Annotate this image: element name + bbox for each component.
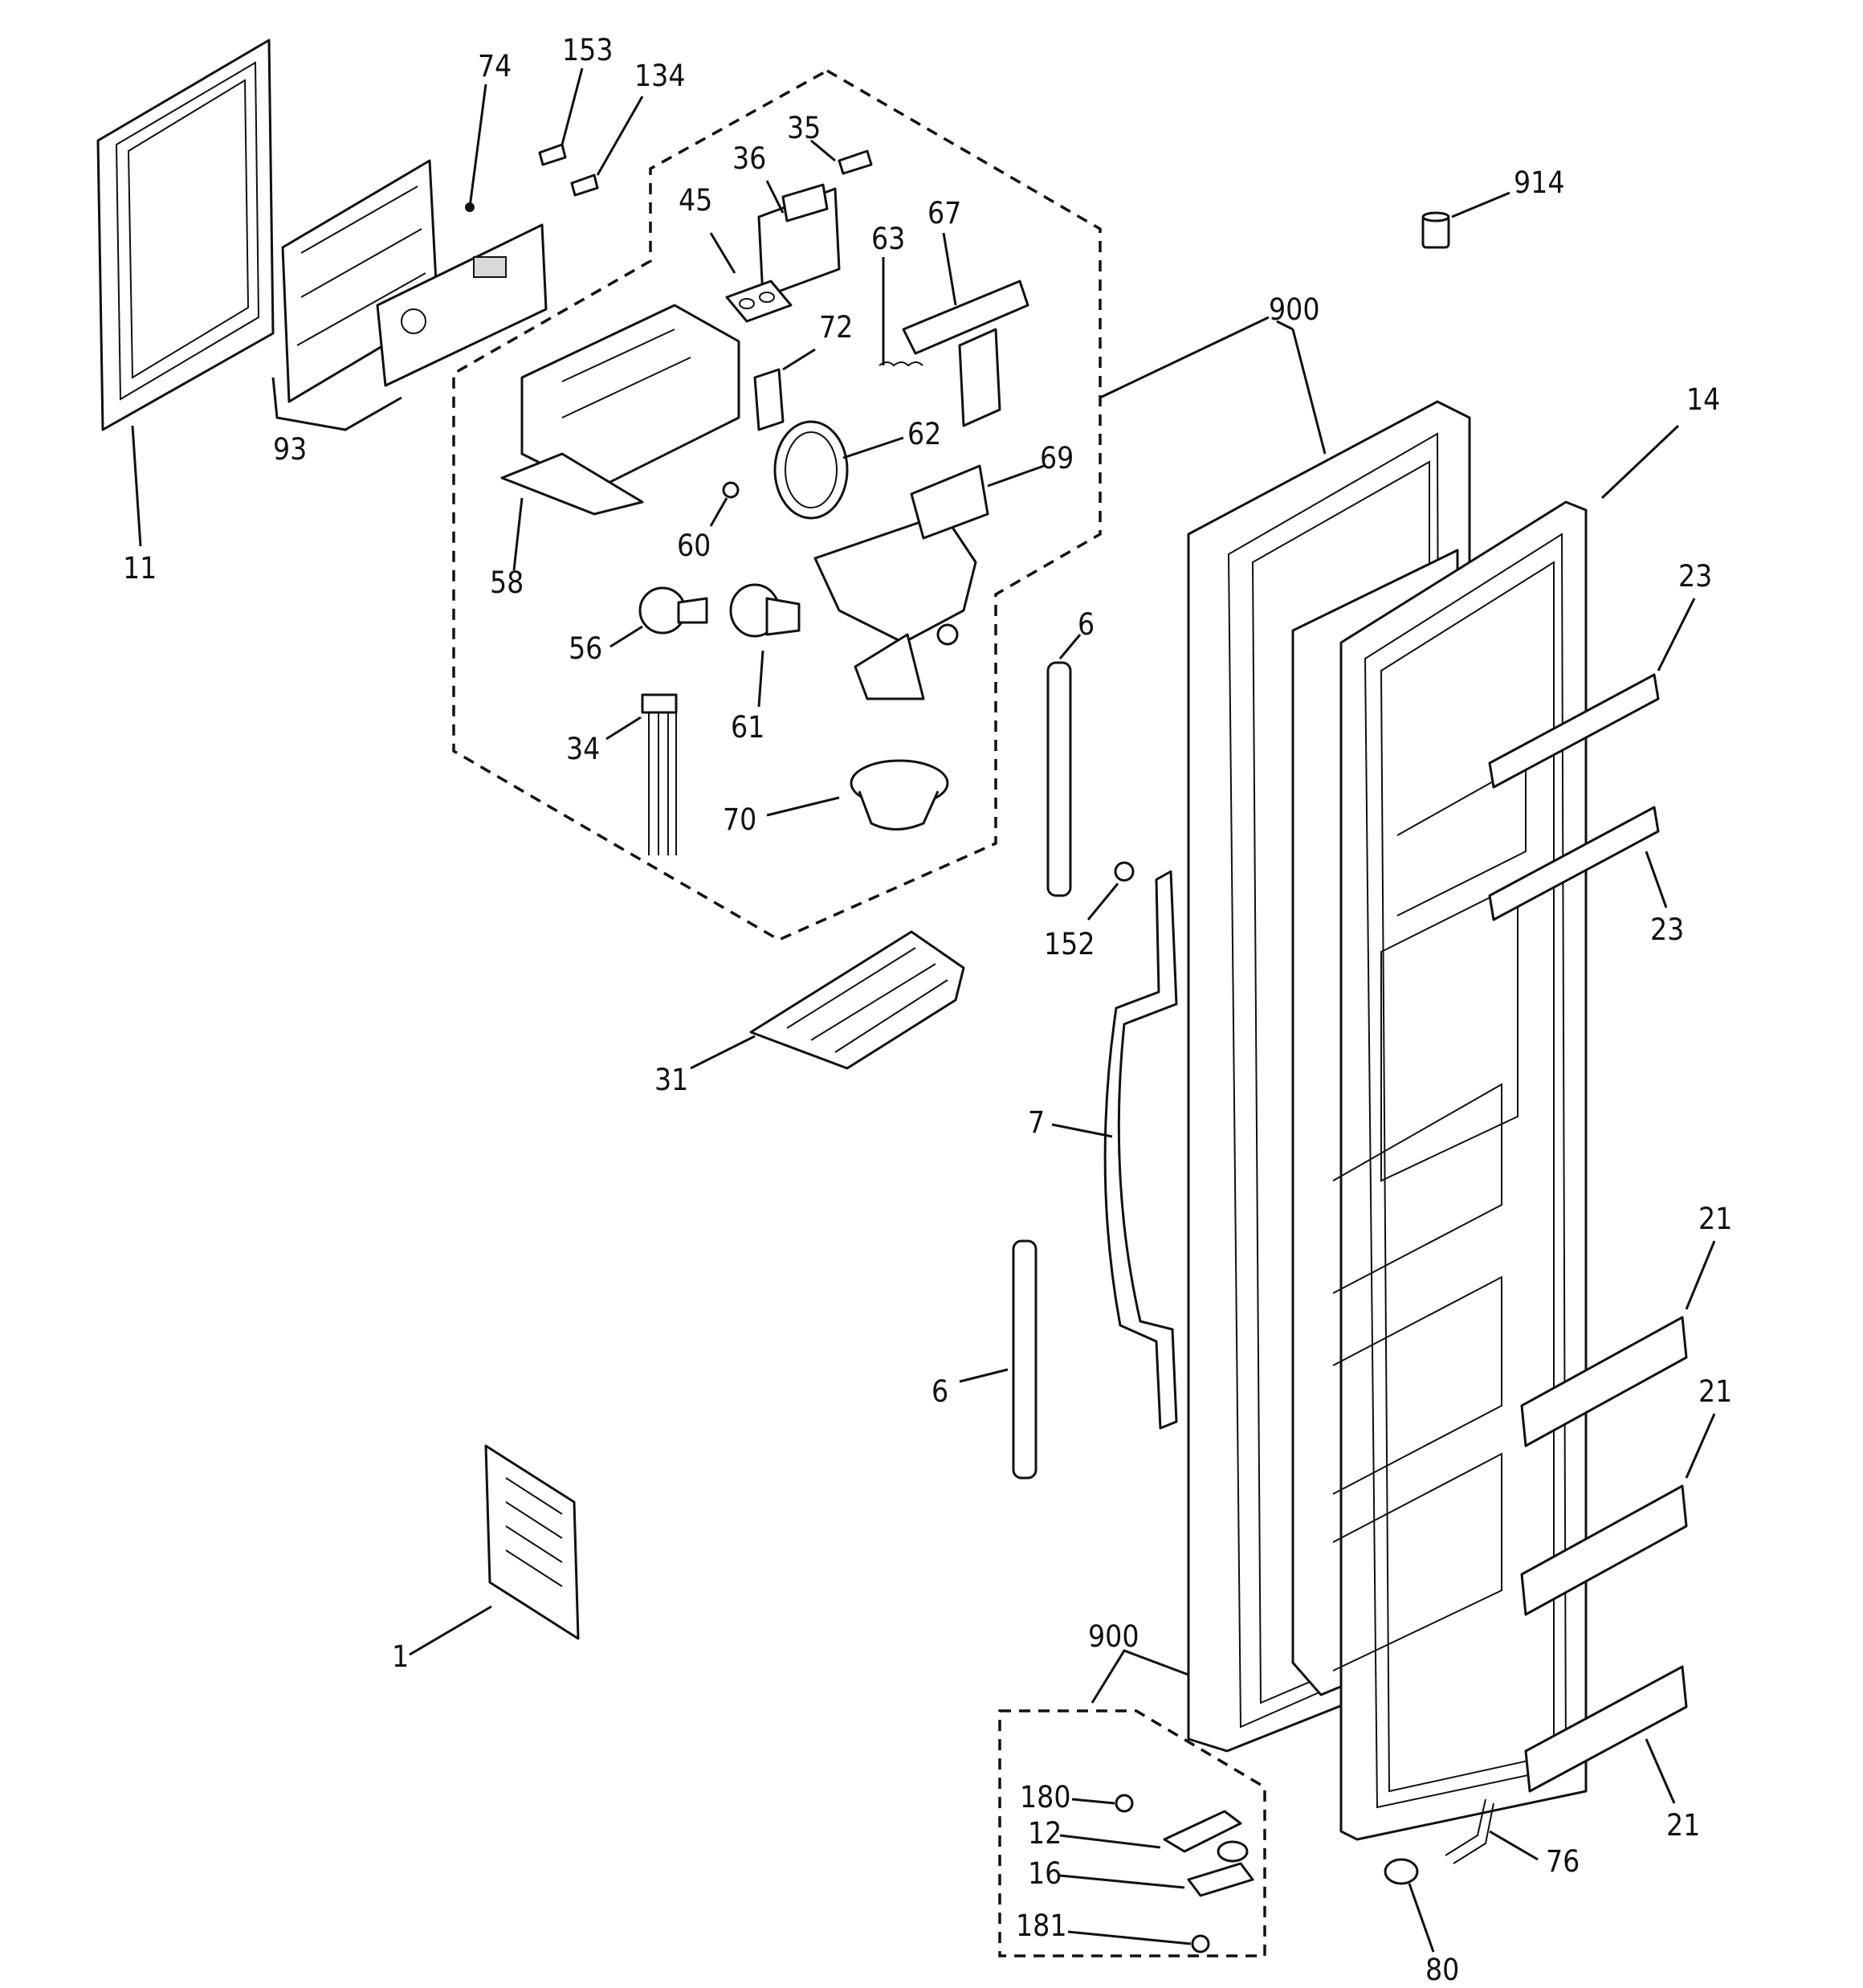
callout-1: 1 — [392, 1639, 409, 1674]
callout-63: 63 — [871, 222, 905, 256]
part-58-housing — [500, 304, 740, 571]
part-14-gasket — [1339, 424, 1680, 1841]
part-70-cup — [766, 759, 949, 831]
part-67-lever — [902, 232, 1029, 427]
part-34-harness — [605, 693, 678, 855]
callout-914: 914 — [1514, 165, 1565, 200]
part-6-upper-trim — [1046, 634, 1082, 897]
part-76-water-tube — [1445, 1798, 1539, 1864]
callout-58: 58 — [490, 565, 524, 600]
part-23-upper-bin-rail — [1488, 598, 1696, 789]
callout-21-3: 21 — [1666, 1808, 1700, 1843]
callout-61: 61 — [731, 710, 764, 745]
callout-60: 60 — [677, 529, 711, 563]
callout-134: 134 — [634, 59, 686, 93]
part-180-screw — [1071, 1794, 1134, 1813]
hinge-kit-boundary — [998, 1709, 1266, 1957]
callout-80: 80 — [1425, 1953, 1459, 1987]
screw-35 — [810, 139, 873, 175]
callout-93: 93 — [273, 432, 307, 467]
callout-62: 62 — [907, 417, 941, 451]
callout-69: 69 — [1040, 441, 1074, 476]
callout-76: 76 — [1546, 1844, 1580, 1879]
callout-181: 181 — [1016, 1908, 1067, 1943]
callout-labels: 11 93 74 153 134 35 36 45 63 67 72 62 69… — [123, 33, 1732, 1987]
part-181-screw — [1067, 1930, 1210, 1953]
part-36-solenoid — [757, 180, 841, 299]
screw-152 — [1086, 861, 1135, 921]
part-6-lower-trim — [959, 1239, 1037, 1480]
callout-12: 12 — [1028, 1816, 1062, 1851]
callout-14: 14 — [1686, 382, 1720, 417]
callout-153: 153 — [562, 33, 614, 67]
callout-900-door: 900 — [1269, 292, 1320, 327]
part-61-motor — [729, 583, 801, 708]
callout-6-lower: 6 — [932, 1374, 948, 1409]
door-liner-details — [1332, 761, 1527, 1672]
screw-134 — [570, 96, 644, 197]
dispenser-assembly-boundary — [452, 68, 1102, 941]
callout-7: 7 — [1028, 1105, 1045, 1140]
callout-152: 152 — [1044, 927, 1095, 961]
callout-72: 72 — [819, 310, 853, 345]
callout-23-lower: 23 — [1650, 912, 1684, 947]
callout-31: 31 — [654, 1063, 688, 1097]
callout-74: 74 — [478, 49, 512, 84]
part-45-bracket — [709, 232, 793, 323]
part-69-chute — [813, 464, 1045, 700]
part-72-switch — [753, 348, 816, 431]
callout-21-2: 21 — [1698, 1374, 1732, 1409]
part-60-screw — [709, 481, 740, 527]
part-11-trim-frame — [96, 39, 275, 547]
callout-35: 35 — [787, 111, 821, 145]
part-62-ring — [773, 420, 904, 520]
callout-900-hinge: 900 — [1088, 1619, 1139, 1654]
callout-70: 70 — [723, 802, 756, 837]
callout-36: 36 — [732, 141, 766, 176]
callout-6-upper: 6 — [1078, 607, 1095, 642]
callout-180: 180 — [1020, 1780, 1071, 1815]
callout-67: 67 — [927, 196, 961, 231]
part-21-bin-rail-3 — [1524, 1665, 1688, 1804]
callout-45: 45 — [679, 183, 712, 218]
part-31-drip-tray — [690, 930, 965, 1070]
callout-23-upper: 23 — [1678, 559, 1712, 594]
screw-153 — [538, 67, 584, 166]
part-63-spring — [879, 257, 923, 367]
part-1-owner-manual — [409, 1444, 580, 1656]
part-56-bulb — [609, 586, 708, 648]
part-21-bin-rail-1 — [1520, 1240, 1716, 1447]
part-23-lower-bin-rail — [1488, 806, 1668, 921]
callout-16: 16 — [1028, 1856, 1062, 1891]
part-93-control-board — [271, 84, 548, 431]
callout-34: 34 — [566, 732, 600, 766]
part-914-cap — [1421, 191, 1510, 249]
part-12-hinge — [1059, 1810, 1242, 1853]
callout-21-1: 21 — [1698, 1202, 1732, 1236]
part-16-bushing — [1059, 1840, 1254, 1897]
part-7-handle — [1051, 870, 1178, 1430]
callout-11: 11 — [123, 551, 157, 586]
part-21-bin-rail-2 — [1520, 1413, 1716, 1616]
callout-56: 56 — [569, 631, 602, 666]
part-80-fitting — [1384, 1858, 1435, 1953]
